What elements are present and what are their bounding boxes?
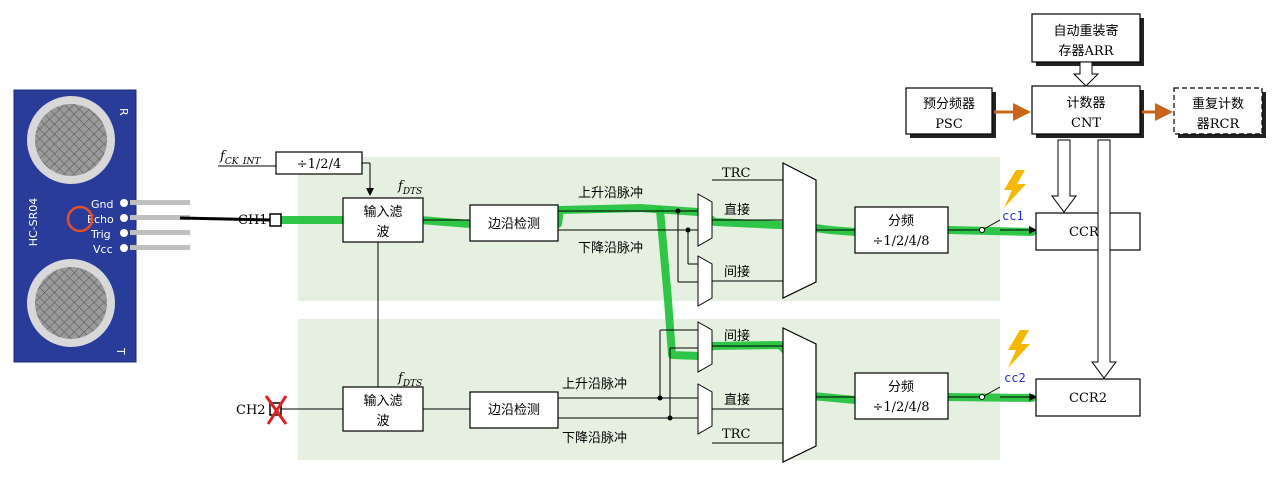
edge-select-mux-1 [697, 193, 713, 247]
ccr2-register [1035, 378, 1141, 417]
ch1-label: CH1 [238, 213, 268, 228]
prescaler-ch2-line2: ÷1/2/4/8 [872, 400, 929, 415]
pin-trig-label: Trig [90, 228, 111, 241]
psc-line2: PSC [935, 117, 963, 132]
direct-label-ch1: 直接 [724, 202, 750, 218]
indirect-label-ch1: 间接 [724, 264, 750, 280]
indirect-label-ch2: 间接 [724, 328, 750, 344]
trc-label-ch1: TRC [722, 166, 750, 181]
lightning-icon-cc1 [1004, 170, 1026, 208]
prescaler-ch2-line1: 分频 [888, 380, 914, 395]
cc2-switch [948, 386, 1037, 401]
cnt-to-ccr1-arrow [1051, 139, 1077, 213]
channel-mux-2 [782, 327, 817, 463]
arr-line2: 存器ARR [1059, 44, 1115, 59]
input-filter-ch2-line1: 输入滤 [363, 393, 402, 409]
ch2-label: CH2 [236, 403, 266, 418]
edge-select-mux-2 [697, 255, 713, 307]
fdts-label-ch2: fDTS [397, 371, 422, 389]
rising-label-ch2: 上升沿脉冲 [562, 377, 627, 392]
prescaler-ch1-line1: 分频 [888, 214, 914, 229]
prescaler-ch1 [854, 206, 949, 254]
psc-register [905, 87, 993, 135]
psc-line1: 预分频器 [923, 97, 975, 112]
cross-wiring [657, 208, 698, 421]
sensor-model-label: HC-SR04 [27, 198, 40, 247]
rcr-line1: 重复计数 [1192, 96, 1244, 112]
rcr-line2: 器RCR [1197, 117, 1241, 132]
cnt-line1: 计数器 [1066, 96, 1105, 111]
echo-wire [179, 216, 271, 222]
echo-pin-marker [66, 205, 94, 233]
ccr1-label: CCR1 [1069, 225, 1107, 240]
ch2-disabled-cross [264, 395, 288, 425]
cnt-register [1031, 85, 1141, 135]
falling-label-ch2: 下降沿脉冲 [562, 431, 627, 446]
edge-select-mux-4 [697, 383, 713, 435]
edge-select-mux-3 [697, 321, 713, 373]
input-filter-ch1-line2: 波 [376, 225, 389, 240]
prescaler-ch1-line2: ÷1/2/4/8 [872, 234, 929, 249]
cnt-line2: CNT [1071, 116, 1101, 131]
rising-label-ch1: 上升沿脉冲 [578, 186, 643, 201]
arr-register [1031, 13, 1141, 63]
hc-sr04-sensor: HC-SR04 R T Gnd Echo Trig Vcc [13, 89, 190, 363]
ccr2-label: CCR2 [1069, 391, 1107, 406]
pin-echo-label: Echo [87, 213, 114, 226]
edge-detect-ch2-label: 边沿检测 [488, 403, 540, 418]
input-filter-ch2-line2: 波 [376, 414, 389, 429]
arr-line1: 自动重装寄 [1053, 23, 1118, 39]
input-filter-ch1-line1: 输入滤 [363, 204, 402, 220]
cc1-label: cc1 [1002, 209, 1024, 223]
ccr1-register [1035, 212, 1141, 251]
sensor-r-label: R [117, 108, 130, 116]
cnt-to-ccr2-arrow [1091, 139, 1117, 379]
ch1-pin [269, 213, 282, 227]
direct-label-ch2: 直接 [724, 392, 750, 408]
cc2-label: cc2 [1004, 371, 1026, 385]
pin-vcc-label: Vcc [93, 243, 113, 256]
trc-label-ch2: TRC [722, 427, 750, 442]
falling-label-ch1: 下降沿脉冲 [578, 241, 643, 256]
pin-gnd-label: Gnd [91, 198, 113, 211]
edge-detect-ch1-label: 边沿检测 [488, 217, 540, 232]
sensor-pins [120, 199, 190, 252]
prescaler-ch2 [854, 372, 949, 420]
clock-divider-label: ÷1/2/4 [297, 157, 341, 172]
sensor-t-label: T [114, 347, 127, 355]
fck-int-label: fCK_INT [219, 149, 261, 167]
input-filter-ch2 [342, 386, 424, 432]
channel-mux-1 [782, 162, 817, 299]
input-filter-ch1 [342, 197, 424, 243]
fdts-label-ch1: fDTS [397, 179, 422, 197]
cc1-switch [948, 219, 1037, 234]
rcr-register [1173, 87, 1263, 135]
edge-detect-ch2 [469, 391, 559, 429]
arr-to-cnt-arrow [1072, 61, 1100, 87]
lightning-icon-cc2 [1008, 330, 1030, 368]
edge-detect-ch1 [469, 204, 559, 242]
